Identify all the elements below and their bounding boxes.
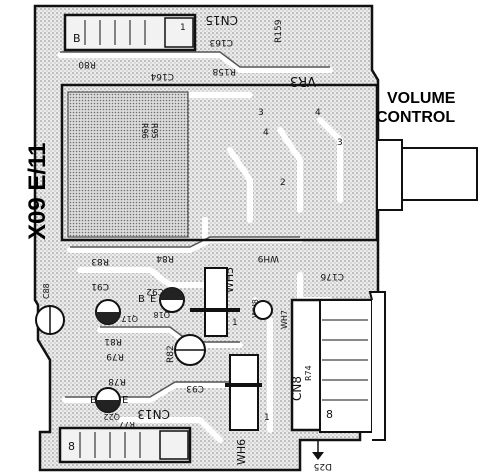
wh6-label: WH6 xyxy=(235,439,248,465)
callout-control-label: CONTROL xyxy=(376,109,455,126)
cn15-pin-1-label: 1 xyxy=(180,23,186,33)
r81-label: R81 xyxy=(104,336,122,346)
cn8-pin-8-label: 8 xyxy=(326,408,333,421)
c164-label: C164 xyxy=(150,71,174,81)
r74-label: R74 xyxy=(304,365,313,381)
r83-label: R83 xyxy=(91,256,109,266)
wh6-pin-1-label: 1 xyxy=(264,413,270,423)
pot-pin-2-label: 2 xyxy=(280,178,286,188)
cn13-pin-8-label: 8 xyxy=(68,440,75,453)
q17-transistor xyxy=(95,299,121,325)
d25-label: D25 xyxy=(314,461,332,471)
board-code-label: X09 E/11 xyxy=(24,143,51,240)
r159-label: R159 xyxy=(274,19,284,43)
cn8-label: CN8 xyxy=(290,376,304,401)
c91-label: C91 xyxy=(91,281,109,291)
q22-label: Q22 xyxy=(104,412,120,421)
pot-pin-3-label: 3 xyxy=(258,108,264,118)
c88-circle xyxy=(35,305,65,335)
q22-transistor xyxy=(95,387,121,413)
r158-label: R158 xyxy=(212,66,236,76)
c176-label: C176 xyxy=(320,271,344,281)
cn15-pin-b-label: B xyxy=(73,32,81,45)
c163-label: C163 xyxy=(210,37,233,47)
callout-volume-label: VOLUME xyxy=(387,90,456,107)
r77-label: R77 xyxy=(119,420,135,429)
q22-e-label: E xyxy=(122,395,128,406)
cn13-label: CN13 xyxy=(137,407,170,421)
q22-b-label: B xyxy=(90,395,97,406)
cn13-connector xyxy=(58,426,192,464)
q18-b-label: B xyxy=(138,294,145,305)
q18-label: Q18 xyxy=(154,310,170,319)
pot-pin-4b-label: 4 xyxy=(315,108,321,118)
r96-label: R96 xyxy=(140,123,149,139)
r95-label: R95 xyxy=(150,123,159,139)
r80-label: R80 xyxy=(78,59,96,69)
cn15-connector xyxy=(63,13,197,52)
r79-label: R79 xyxy=(106,351,124,361)
wh6-jumper xyxy=(225,354,262,431)
wh5-pin-1-label: 1 xyxy=(232,318,238,328)
r78-label: R78 xyxy=(108,376,126,386)
q18-transistor xyxy=(159,287,185,313)
c93-label: C93 xyxy=(186,383,204,393)
wh9-label: WH9 xyxy=(257,253,279,263)
pot-pin-4-label: 4 xyxy=(263,128,269,138)
q17-label: Q17 xyxy=(122,314,138,323)
pot-pin-3b-label: 3 xyxy=(337,138,343,148)
c88-label: C88 xyxy=(42,283,51,299)
wh7-label: WH7 xyxy=(280,310,289,329)
r84-label: R84 xyxy=(156,253,174,263)
volume-shaft xyxy=(376,139,478,211)
d25-diode xyxy=(312,440,324,460)
wh7-circle xyxy=(253,300,273,320)
r82-label: R82 xyxy=(166,345,176,363)
cn8-connector xyxy=(290,291,386,441)
q18-e-label: E xyxy=(150,294,156,305)
c92-label: C92 xyxy=(146,286,164,296)
wh5-jumper xyxy=(190,267,240,337)
r82-circle xyxy=(174,334,206,366)
cn15-label: CN15 xyxy=(205,13,238,27)
